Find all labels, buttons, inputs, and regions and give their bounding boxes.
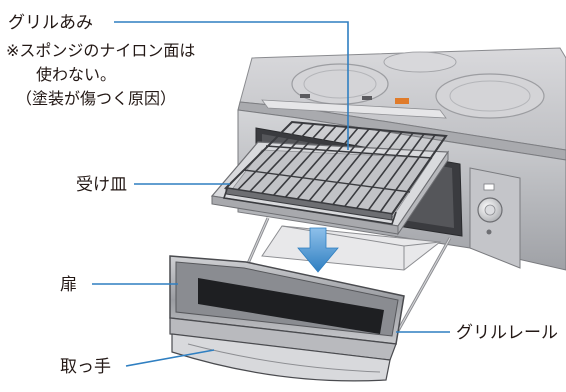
label-handle: 取っ手 [60, 357, 111, 377]
grill-net-bar [249, 123, 315, 193]
grill-net-bar [332, 130, 392, 206]
grill-net-bar [237, 122, 304, 191]
leader-handle [125, 349, 215, 367]
grill-net-bar [284, 126, 348, 198]
note-line-1: ※スポンジのナイロン面は [6, 41, 195, 60]
note-line-2: 使わない。 [36, 65, 116, 84]
grill-net-bar [272, 125, 337, 196]
grill-net-bar [379, 134, 436, 213]
grill-door [169, 255, 405, 361]
grill-net [222, 120, 448, 225]
grill-net-bar [343, 131, 403, 208]
rear-burner-icon [383, 51, 457, 73]
door-handle [171, 333, 391, 382]
indicator-light-icon [395, 98, 409, 104]
label-door: 扉 [60, 275, 77, 295]
down-arrow-icon [297, 227, 339, 273]
label-grill-net: グリルあみ [8, 13, 93, 33]
leader-grill-net [114, 21, 349, 150]
grill-net-bar [391, 135, 447, 215]
leader-lines [92, 21, 450, 367]
note-line-3: （塗装が傷つく原因） [16, 89, 176, 108]
grill-net-bar [260, 124, 326, 195]
grill-net-bar [355, 132, 414, 209]
door-window [198, 278, 384, 334]
label-drip-pan: 受け皿 [76, 175, 127, 195]
grill-net-bar [225, 121, 293, 189]
grill-rails [244, 217, 452, 339]
grill-net-bar [320, 129, 381, 204]
label-grill-rail: グリルレール [456, 323, 558, 343]
grill-net-bar [308, 128, 370, 202]
grill-net-bar [367, 133, 425, 211]
